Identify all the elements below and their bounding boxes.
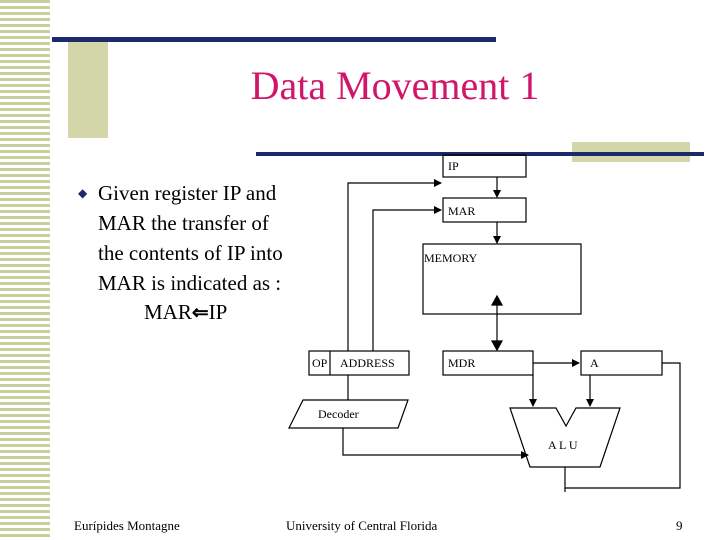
- page-number: 9: [676, 518, 683, 533]
- expression-right: IP: [208, 300, 228, 324]
- ir-register-box: [308, 350, 410, 376]
- mdr-label: MDR: [448, 356, 476, 370]
- top-rule: [52, 37, 496, 42]
- mar-register-box: [442, 197, 527, 223]
- alu-output-line: [564, 362, 681, 489]
- alu-shape: [509, 407, 621, 468]
- memory-mdr-arrow-down: [490, 340, 504, 352]
- a-label: A: [590, 356, 599, 370]
- bullet-line: the contents of IP into: [98, 241, 283, 265]
- title-accent-block: [68, 40, 108, 138]
- footer-author: Eurípides Montagne: [74, 518, 180, 533]
- memory-to-mar-line: [372, 206, 442, 351]
- address-label: ADDRESS: [340, 356, 395, 370]
- footer-institution: University of Central Florida: [286, 518, 438, 533]
- bullet-text: Given register IP and MAR the transfer o…: [76, 178, 326, 298]
- left-arrow-icon: ⇐: [191, 302, 209, 324]
- address-to-ip-line: [347, 179, 442, 351]
- mar-label: MAR: [448, 204, 476, 218]
- memory-box: [422, 243, 582, 315]
- decoder-to-alu-line: [342, 428, 529, 459]
- bottom-rule: [256, 152, 704, 156]
- bullet-line: MAR is indicated as :: [98, 271, 282, 295]
- expression-left: MAR: [144, 300, 192, 324]
- bullet-line: MAR the transfer of: [98, 211, 269, 235]
- decoder-shape: [288, 399, 409, 429]
- bullet-line: Given register IP and: [98, 181, 277, 205]
- decoder-label: Decoder: [318, 407, 359, 421]
- memory-mdr-arrow-up: [490, 294, 504, 306]
- memory-label: MEMORY: [424, 251, 478, 265]
- ip-register-box: [442, 154, 527, 178]
- transfer-expression: MAR⇐IP: [144, 300, 227, 325]
- alu-label: A L U: [548, 438, 578, 452]
- decorative-stripes: [0, 0, 50, 540]
- slide-title: Data Movement 1: [250, 63, 540, 108]
- op-label: OP: [312, 356, 328, 370]
- diamond-bullet-icon: ◆: [78, 186, 88, 200]
- ip-label: IP: [448, 159, 459, 173]
